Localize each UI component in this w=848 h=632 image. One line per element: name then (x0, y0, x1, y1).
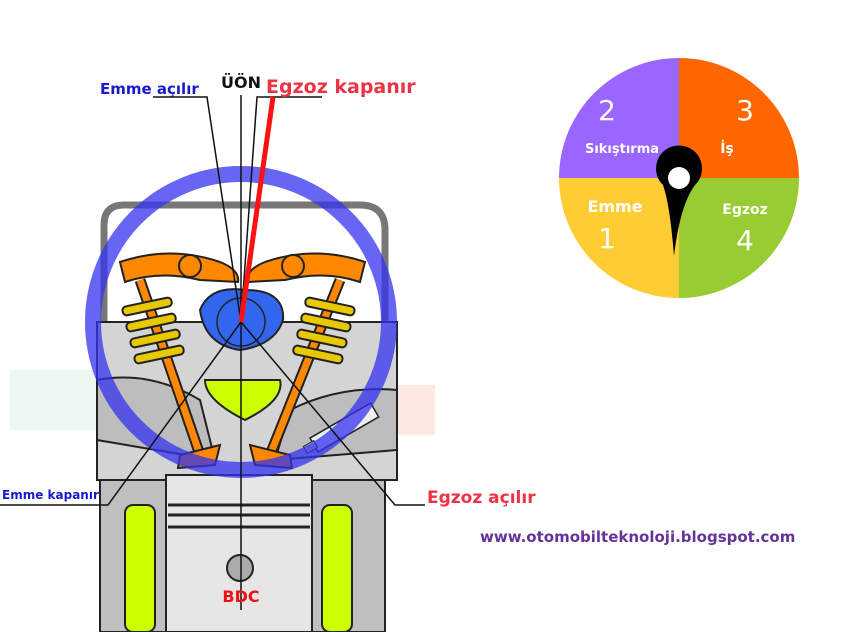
stroke-cycle-wheel: 2 Sıkıştırma 3 İş Emme 1 Egzoz 4 (559, 58, 799, 298)
crank-position-indicator (238, 96, 276, 323)
intake-close-label: Emme kapanır (2, 488, 99, 502)
piston-pin (226, 554, 254, 582)
coolant-jacket-right (321, 504, 353, 632)
segment-number: 2 (598, 94, 616, 127)
intake-open-label: Emme açılır (100, 80, 199, 98)
segment-compression (559, 58, 679, 178)
exhaust-close-label: Egzoz kapanır (266, 76, 416, 98)
exhaust-open-label: Egzoz açılır (427, 488, 536, 508)
segment-exhaust (679, 178, 799, 298)
segment-intake (559, 178, 679, 298)
piston (165, 474, 313, 632)
segment-name: Emme (587, 197, 642, 216)
website-label: www.otomobilteknoloji.blogspot.com (480, 528, 795, 546)
segment-name: Sıkıştırma (585, 142, 659, 157)
segment-power (679, 58, 799, 178)
intake-rocker-pivot (178, 254, 202, 278)
piston-rings (168, 503, 310, 529)
wheel-pointer-icon (656, 145, 702, 256)
rocker-cover (100, 201, 389, 325)
coolant-jacket-left (124, 504, 156, 632)
wheel-pointer-hub (668, 167, 690, 189)
timing-lines (0, 95, 425, 610)
exhaust-rocker-arm (246, 252, 367, 284)
coolant-passage (203, 379, 282, 422)
intake-airflow (10, 370, 105, 430)
bdc-label: BDC (222, 587, 259, 606)
segment-name: İş (720, 140, 734, 157)
valve-springs (121, 296, 356, 365)
exhaust-rocker-pivot (281, 254, 305, 278)
segment-number: 1 (598, 222, 616, 255)
segment-number: 4 (736, 224, 754, 257)
tdc-label: ÜÖN (221, 73, 261, 92)
segment-number: 3 (736, 94, 754, 127)
segment-name: Egzoz (722, 202, 768, 218)
